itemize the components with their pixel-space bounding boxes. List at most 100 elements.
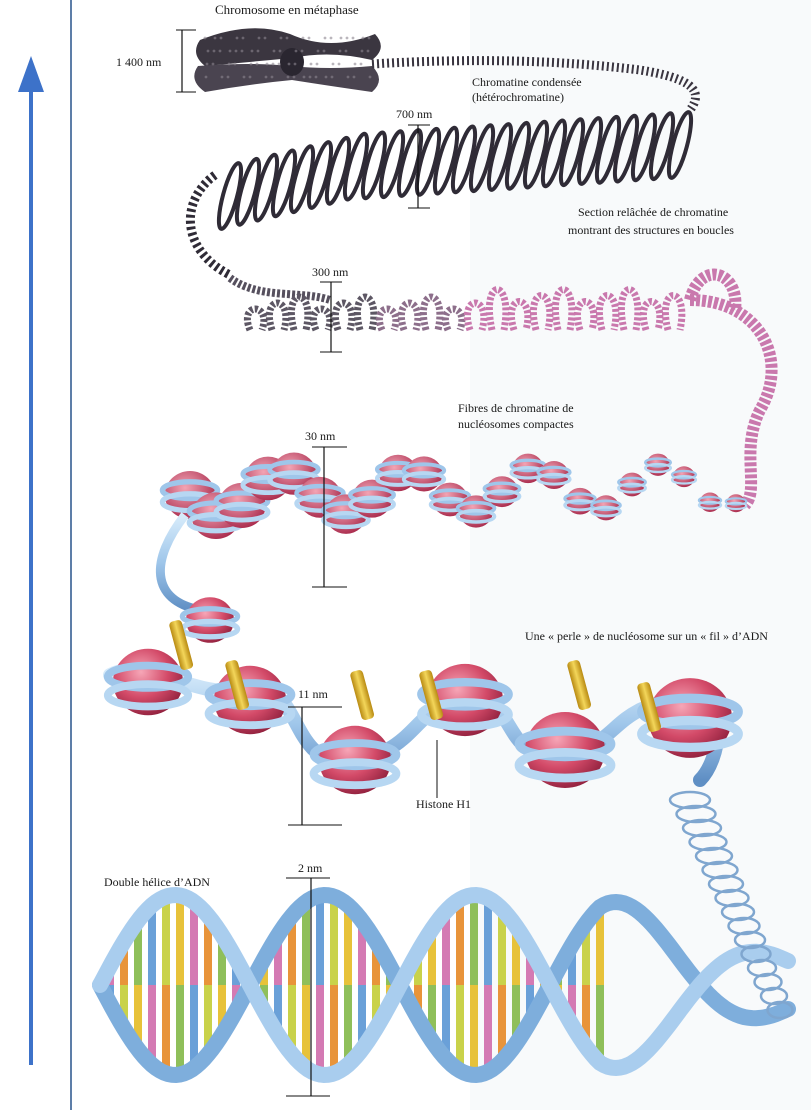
chromosome-speckle (331, 76, 334, 79)
scale-1400-text: 1 400 nm (116, 55, 162, 69)
label-histone: Histone H1 (416, 797, 471, 811)
chromosome-speckle (214, 37, 217, 40)
chromosome-speckle (324, 37, 327, 40)
chromosome-speckle (272, 63, 275, 66)
chromosome-speckle (206, 63, 209, 66)
chromosome-speckle (294, 63, 297, 66)
base-pair (456, 985, 464, 1071)
chromosome-speckle (266, 63, 269, 66)
scale-2-text: 2 nm (298, 861, 323, 875)
chromosome-speckle (354, 63, 357, 66)
chromosome-speckle (301, 50, 304, 53)
chromosome-speckle (220, 37, 223, 40)
chromosome-speckle (317, 50, 320, 53)
scale-11-text: 11 nm (298, 687, 329, 701)
chromosome-speckle (369, 76, 372, 79)
chromosome-speckle (280, 37, 283, 40)
chromosome-speckle (325, 76, 328, 79)
chromosome-speckle (236, 37, 239, 40)
chromosome-speckle (250, 63, 253, 66)
chromosome-speckle (286, 37, 289, 40)
chromosome-speckle (315, 76, 318, 79)
chromosome-speckle (293, 76, 296, 79)
chromosome-speckle (332, 63, 335, 66)
base-pair (162, 897, 170, 985)
chromosome-speckle (309, 76, 312, 79)
base-pair (330, 897, 338, 985)
chromosome-speckle (303, 76, 306, 79)
label-condensed-2: (hétérochromatine) (472, 90, 564, 104)
chromosome-speckle (288, 63, 291, 66)
chromosome-speckle (367, 50, 370, 53)
chromosome-speckle (316, 63, 319, 66)
label-relaxed-1: Section relâchée de chromatine (578, 205, 728, 219)
chromosome-speckle (251, 50, 254, 53)
chromosome-speckle (339, 50, 342, 53)
chromosome-speckle (346, 37, 349, 40)
chromosome-speckle (235, 50, 238, 53)
scale-30-text: 30 nm (305, 429, 336, 443)
chromosome-speckle (234, 63, 237, 66)
chromosome-speckle (243, 76, 246, 79)
scale-700-text: 700 nm (396, 107, 433, 121)
chromosome-speckle (360, 63, 363, 66)
base-pair (316, 985, 324, 1075)
base-pair (470, 985, 478, 1075)
chromosome-speckle (256, 63, 259, 66)
chromosome-speckle (345, 50, 348, 53)
chromosome-speckle (265, 76, 268, 79)
base-pair (162, 985, 170, 1073)
chromosome-speckle (353, 76, 356, 79)
base-pair (330, 985, 338, 1073)
chromosome-speckle (362, 37, 365, 40)
chromosome-speckle (242, 37, 245, 40)
chromosome-speckle (241, 50, 244, 53)
base-pair (470, 895, 478, 985)
chromosome-speckle (330, 37, 333, 40)
chromosome-speckle (249, 76, 252, 79)
chromosome-speckle (204, 37, 207, 40)
chromosome-speckle (212, 63, 215, 66)
base-pair (176, 985, 184, 1075)
chromosome-speckle (368, 37, 371, 40)
chromosome-speckle (229, 50, 232, 53)
chromosome-speckle (257, 50, 260, 53)
label-fibers-2: nucléosomes compactes (458, 417, 574, 431)
chromosome-speckle (264, 37, 267, 40)
chromosome-speckle (310, 63, 313, 66)
base-pair (484, 898, 492, 985)
chromosome-speckle (205, 76, 208, 79)
chromosome-speckle (338, 63, 341, 66)
chromosome-speckle (227, 76, 230, 79)
label-dna: Double hélice d’ADN (104, 875, 210, 889)
chromosome-speckle (271, 76, 274, 79)
label-condensed-1: Chromatine condensée (472, 75, 582, 89)
label-relaxed-2: montrant des structures en boucles (568, 223, 734, 237)
chromosome-speckle (352, 37, 355, 40)
chromosome-speckle (295, 50, 298, 53)
chromosome-speckle (287, 76, 290, 79)
chromosome-speckle (273, 50, 276, 53)
chromosome-speckle (302, 37, 305, 40)
chromosome-speckle (228, 63, 231, 66)
scale-300-text: 300 nm (312, 265, 349, 279)
base-pair (484, 985, 492, 1072)
chromosome-speckle (278, 63, 281, 66)
chromosome-speckle (361, 50, 364, 53)
base-pair (176, 895, 184, 985)
chromosome-speckle (308, 37, 311, 40)
chromosome-speckle (340, 37, 343, 40)
chromosome-speckle (323, 50, 326, 53)
chromosome-speckle (219, 50, 222, 53)
chromosome-speckle (258, 37, 261, 40)
label-beads: Une « perle » de nucléosome sur un « fil… (525, 629, 768, 643)
chromosome-speckle (207, 50, 210, 53)
label-fibers-1: Fibres de chromatine de (458, 401, 574, 415)
label-metaphase: Chromosome en métaphase (215, 2, 359, 17)
chromosome-speckle (213, 50, 216, 53)
base-pair (316, 895, 324, 985)
base-pair (456, 899, 464, 985)
chromosome-speckle (221, 76, 224, 79)
chromosome-speckle (279, 50, 282, 53)
